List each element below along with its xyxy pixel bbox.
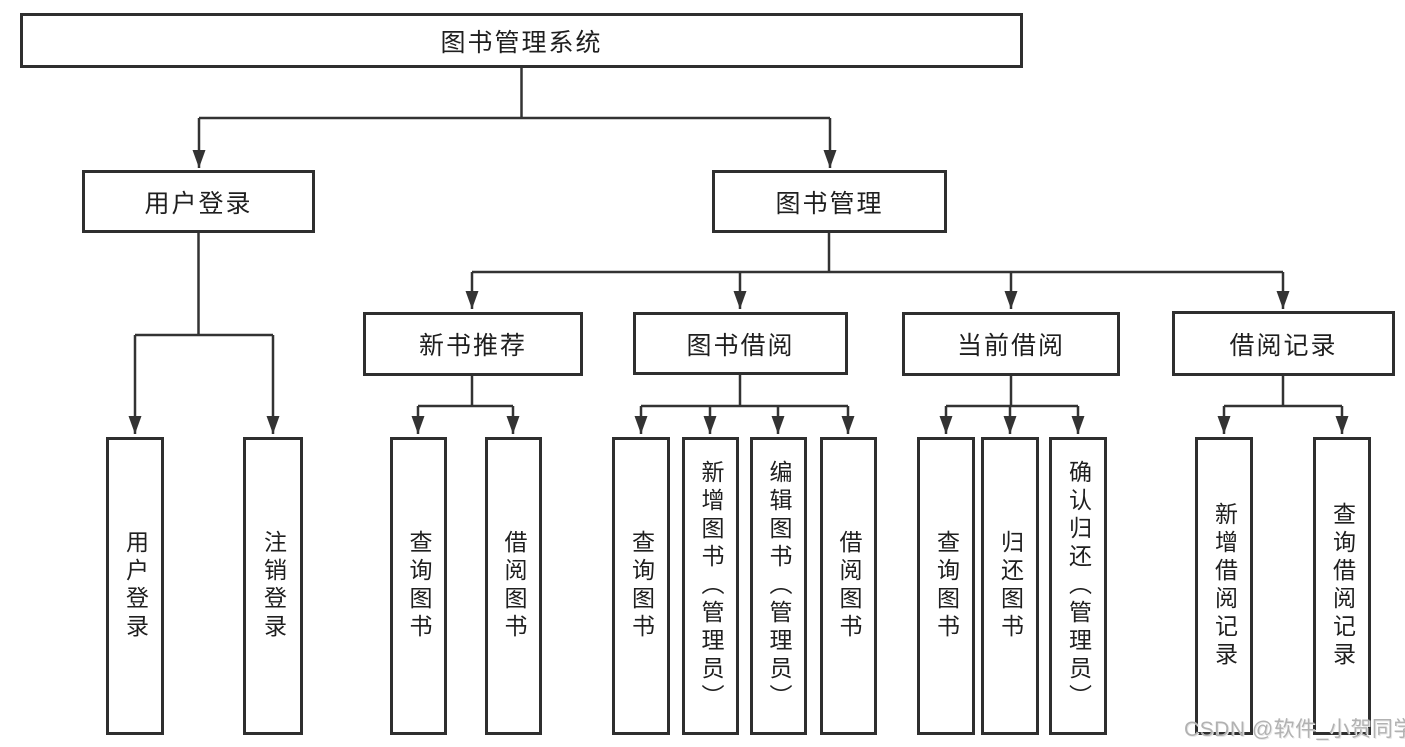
leaf-label: 新增借阅记录 bbox=[1211, 502, 1238, 670]
node-book-borrow: 图书借阅 bbox=[633, 312, 848, 375]
leaf-logout: 注销登录 bbox=[243, 437, 303, 735]
connectors-borrow-records-children bbox=[1217, 376, 1349, 434]
node-current-borrow: 当前借阅 bbox=[902, 312, 1120, 376]
node-library-system: 图书管理系统 bbox=[20, 13, 1023, 68]
connectors-book-management-children bbox=[465, 233, 1290, 309]
leaf-edit-book-admin: 编辑图书（管理员） bbox=[750, 437, 807, 735]
leaf-label: 编辑图书（管理员） bbox=[766, 460, 792, 712]
leaf-return-book: 归还图书 bbox=[981, 437, 1039, 735]
leaf-query-books-current: 查询图书 bbox=[917, 437, 975, 735]
leaf-label: 查询图书 bbox=[406, 530, 432, 642]
node-book-management: 图书管理 bbox=[712, 170, 947, 233]
leaf-label: 确认归还（管理员） bbox=[1065, 460, 1092, 712]
leaf-borrow-books-2: 借阅图书 bbox=[820, 437, 877, 735]
leaf-confirm-return-admin: 确认归还（管理员） bbox=[1049, 437, 1107, 735]
node-new-book-recommend: 新书推荐 bbox=[363, 312, 583, 376]
leaf-add-borrow-record: 新增借阅记录 bbox=[1195, 437, 1253, 735]
connectors-user-login-children bbox=[128, 233, 280, 434]
watermark: CSDN @软件_小贺同学 bbox=[1184, 718, 1405, 741]
leaf-add-book-admin: 新增图书（管理员） bbox=[682, 437, 739, 735]
leaf-label: 查询借阅记录 bbox=[1329, 502, 1356, 670]
leaf-label: 查询图书 bbox=[628, 530, 655, 642]
leaf-label: 新增图书（管理员） bbox=[698, 460, 724, 712]
leaf-query-borrow-record: 查询借阅记录 bbox=[1313, 437, 1371, 735]
connectors-root-to-level2 bbox=[192, 68, 837, 168]
leaf-user-login: 用户登录 bbox=[106, 437, 164, 735]
leaf-borrow-books-recommend: 借阅图书 bbox=[485, 437, 542, 735]
leaf-label: 用户登录 bbox=[122, 530, 149, 642]
node-borrow-records: 借阅记录 bbox=[1172, 311, 1395, 376]
connectors-new-book-recommend-children bbox=[411, 376, 520, 434]
connectors-book-borrow-children bbox=[634, 375, 855, 434]
connectors-current-borrow-children bbox=[939, 376, 1085, 434]
leaf-query-books-recommend: 查询图书 bbox=[390, 437, 447, 735]
leaf-label: 借阅图书 bbox=[501, 530, 527, 642]
leaf-label: 归还图书 bbox=[997, 530, 1024, 642]
leaf-label: 查询图书 bbox=[933, 530, 960, 642]
leaf-label: 借阅图书 bbox=[836, 530, 862, 642]
node-user-login: 用户登录 bbox=[82, 170, 315, 233]
leaf-label: 注销登录 bbox=[260, 530, 287, 642]
leaf-query-books-borrow: 查询图书 bbox=[612, 437, 670, 735]
